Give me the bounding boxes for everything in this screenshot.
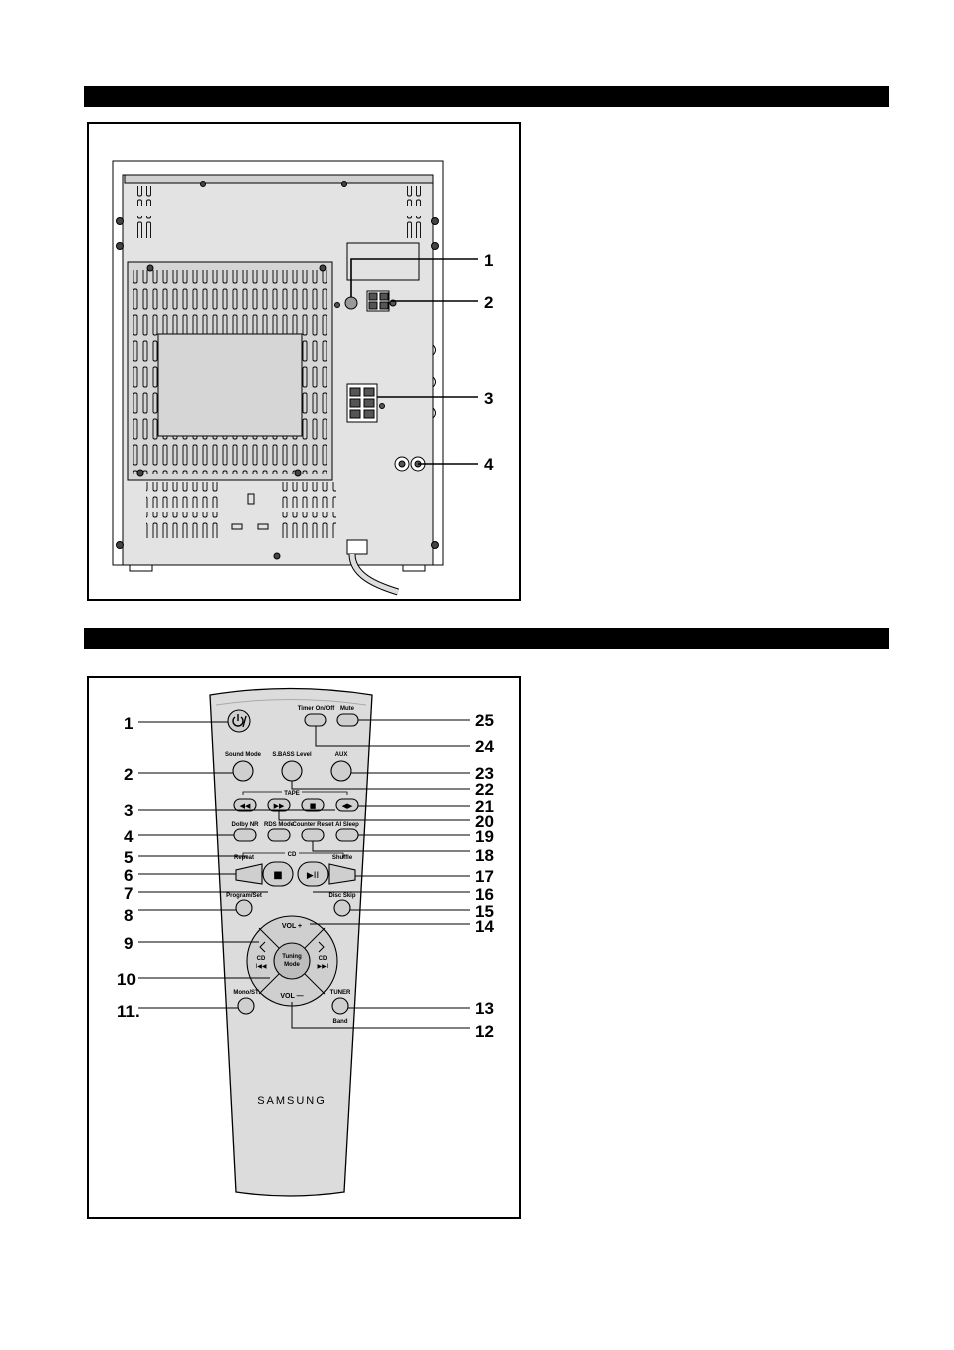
svg-text:◀◀: ◀◀ xyxy=(240,802,251,810)
svg-text:VOL +: VOL + xyxy=(282,923,302,930)
svg-text:VOL —: VOL — xyxy=(280,993,303,1000)
svg-text:Tuning: Tuning xyxy=(282,954,302,960)
svg-text:5: 5 xyxy=(124,848,133,867)
svg-text:17: 17 xyxy=(475,867,494,886)
svg-text:3: 3 xyxy=(484,389,493,408)
rear-panel-illustration xyxy=(113,161,478,592)
svg-text:9: 9 xyxy=(124,934,133,953)
svg-text:1: 1 xyxy=(484,251,493,270)
svg-text:Dolby NR: Dolby NR xyxy=(232,822,260,828)
svg-text:10: 10 xyxy=(117,970,136,989)
svg-text:1: 1 xyxy=(124,714,133,733)
svg-text:S.BASS Level: S.BASS Level xyxy=(272,752,312,758)
svg-text:14: 14 xyxy=(475,917,494,936)
remote-illustration: ◀◀ ▶▶ ■ ◀▶ ■ ▶II I◀◀ ▶▶I Timer On/Off Mu… xyxy=(117,689,494,1197)
svg-text:13: 13 xyxy=(475,999,494,1018)
svg-text:Counter Reset: Counter Reset xyxy=(292,822,333,828)
svg-text:Disc Skip: Disc Skip xyxy=(328,893,355,899)
svg-text:Shuffle: Shuffle xyxy=(332,855,353,861)
svg-text:TAPE: TAPE xyxy=(284,791,300,797)
svg-text:Mute: Mute xyxy=(340,706,355,712)
svg-text:▶▶I: ▶▶I xyxy=(318,963,329,970)
svg-text:CD: CD xyxy=(319,956,328,962)
svg-text:11.: 11. xyxy=(117,1002,140,1021)
svg-text:RDS Mode: RDS Mode xyxy=(264,822,295,828)
svg-text:▶II: ▶II xyxy=(307,871,319,881)
svg-text:2: 2 xyxy=(124,765,133,784)
svg-text:24: 24 xyxy=(475,737,494,756)
svg-text:■: ■ xyxy=(273,870,282,881)
svg-text:TUNER: TUNER xyxy=(330,990,351,996)
svg-text:▶▶: ▶▶ xyxy=(274,802,285,810)
svg-text:AUX: AUX xyxy=(335,752,348,758)
svg-text:4: 4 xyxy=(484,455,494,474)
svg-text:3: 3 xyxy=(124,801,133,820)
svg-text:25: 25 xyxy=(475,711,494,730)
svg-text:Mode: Mode xyxy=(284,962,300,968)
svg-text:Mono/ST: Mono/ST xyxy=(233,990,259,996)
svg-text:4: 4 xyxy=(124,827,134,846)
svg-text:◀▶: ◀▶ xyxy=(342,802,353,810)
svg-text:Band: Band xyxy=(333,1019,348,1025)
svg-text:7: 7 xyxy=(124,884,133,903)
svg-text:I◀◀: I◀◀ xyxy=(256,963,267,970)
svg-text:19: 19 xyxy=(475,827,494,846)
svg-text:Sound Mode: Sound Mode xyxy=(225,752,262,758)
svg-text:CD: CD xyxy=(257,956,266,962)
svg-text:AI Sleep: AI Sleep xyxy=(335,822,359,828)
svg-text:2: 2 xyxy=(484,293,493,312)
rear-panel-callouts: 1 2 3 4 xyxy=(484,251,494,474)
svg-text:■: ■ xyxy=(310,802,317,810)
svg-text:12: 12 xyxy=(475,1022,494,1041)
svg-text:6: 6 xyxy=(124,866,133,885)
svg-text:18: 18 xyxy=(475,846,494,865)
svg-text:Timer On/Off: Timer On/Off xyxy=(298,706,336,712)
remote-brand: SAMSUNG xyxy=(257,1095,327,1107)
svg-text:8: 8 xyxy=(124,906,133,925)
svg-text:Program/Set: Program/Set xyxy=(226,893,262,899)
svg-text:CD: CD xyxy=(288,852,297,858)
